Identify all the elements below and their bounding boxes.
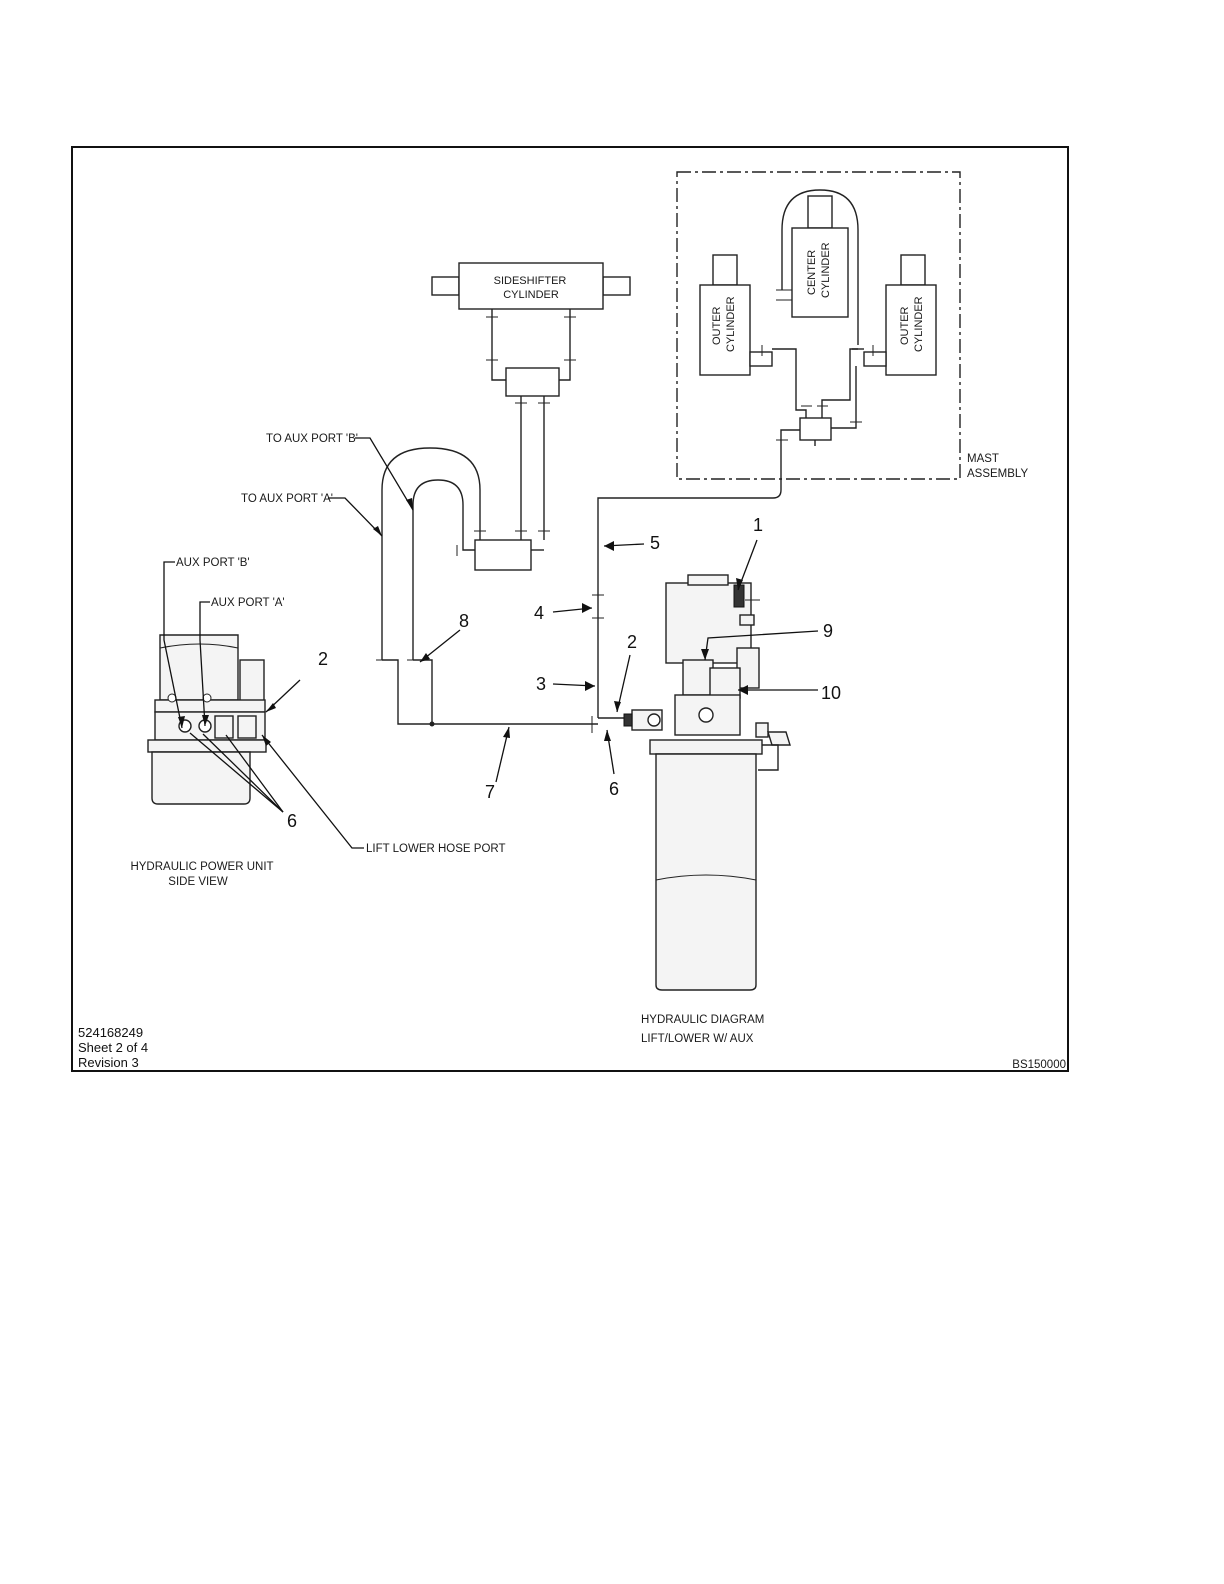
outer-right-label-1: OUTER — [899, 306, 911, 345]
sheet-number: Sheet 2 of 4 — [78, 1040, 148, 1055]
callout-9: 9 — [823, 621, 833, 641]
callout-2-left: 2 — [318, 649, 328, 669]
callout-7: 7 — [485, 782, 495, 802]
callout-4: 4 — [534, 603, 544, 623]
mast-label-2: ASSEMBLY — [967, 468, 1028, 480]
aux-manifold — [475, 540, 531, 570]
power-unit-main — [624, 575, 790, 990]
mast-label-1: MAST — [967, 453, 999, 465]
outer-right-cylinder-rod — [901, 255, 925, 285]
diagram-title-1: HYDRAULIC DIAGRAM — [641, 1014, 764, 1026]
sideshifter-manifold — [506, 368, 559, 396]
reservoir-tank — [656, 754, 756, 990]
callout-6-right: 6 — [609, 779, 619, 799]
aux-port-a-label: AUX PORT 'A' — [211, 597, 285, 609]
callout-3: 3 — [536, 674, 546, 694]
center-label-1: CENTER — [806, 250, 818, 295]
side-view-tank — [152, 752, 250, 804]
center-label-2: CYLINDER — [820, 242, 832, 298]
callout-5: 5 — [650, 533, 660, 553]
callout-8: 8 — [459, 611, 469, 631]
sideshifter-assembly — [432, 263, 630, 570]
side-view-title-2: SIDE VIEW — [168, 876, 228, 888]
mast-manifold — [800, 418, 831, 440]
solenoid-9 — [683, 660, 713, 695]
outer-left-label-1: OUTER — [711, 306, 723, 345]
figure-id: BS150000 — [1012, 1059, 1066, 1071]
outer-left-cylinder-rod — [713, 255, 737, 285]
callout-10: 10 — [821, 683, 841, 703]
callout-6-left: 6 — [287, 811, 297, 831]
to-aux-b-label: TO AUX PORT 'B' — [266, 433, 358, 445]
lift-lower-port-label: LIFT LOWER HOSE PORT — [366, 843, 506, 855]
outer-right-cylinder — [886, 285, 936, 375]
callout-1: 1 — [753, 515, 763, 535]
side-view-title-1: HYDRAULIC POWER UNIT — [130, 861, 273, 873]
aux-hose-b — [413, 480, 475, 660]
to-aux-a-label: TO AUX PORT 'A' — [241, 493, 333, 505]
center-cylinder-rod — [808, 196, 832, 228]
aux-port-b-label: AUX PORT 'B' — [176, 557, 250, 569]
callout-2-right: 2 — [627, 632, 637, 652]
part-number: 524168249 — [78, 1025, 143, 1040]
sideshifter-label-1: SIDESHIFTER — [494, 275, 567, 287]
outer-left-label-2: CYLINDER — [725, 296, 737, 352]
revision: Revision 3 — [78, 1055, 139, 1070]
outer-right-label-2: CYLINDER — [913, 296, 925, 352]
tank-flange — [650, 740, 762, 754]
diagram-title-2: LIFT/LOWER W/ AUX — [641, 1033, 754, 1045]
sideshifter-label-2: CYLINDER — [503, 289, 559, 301]
